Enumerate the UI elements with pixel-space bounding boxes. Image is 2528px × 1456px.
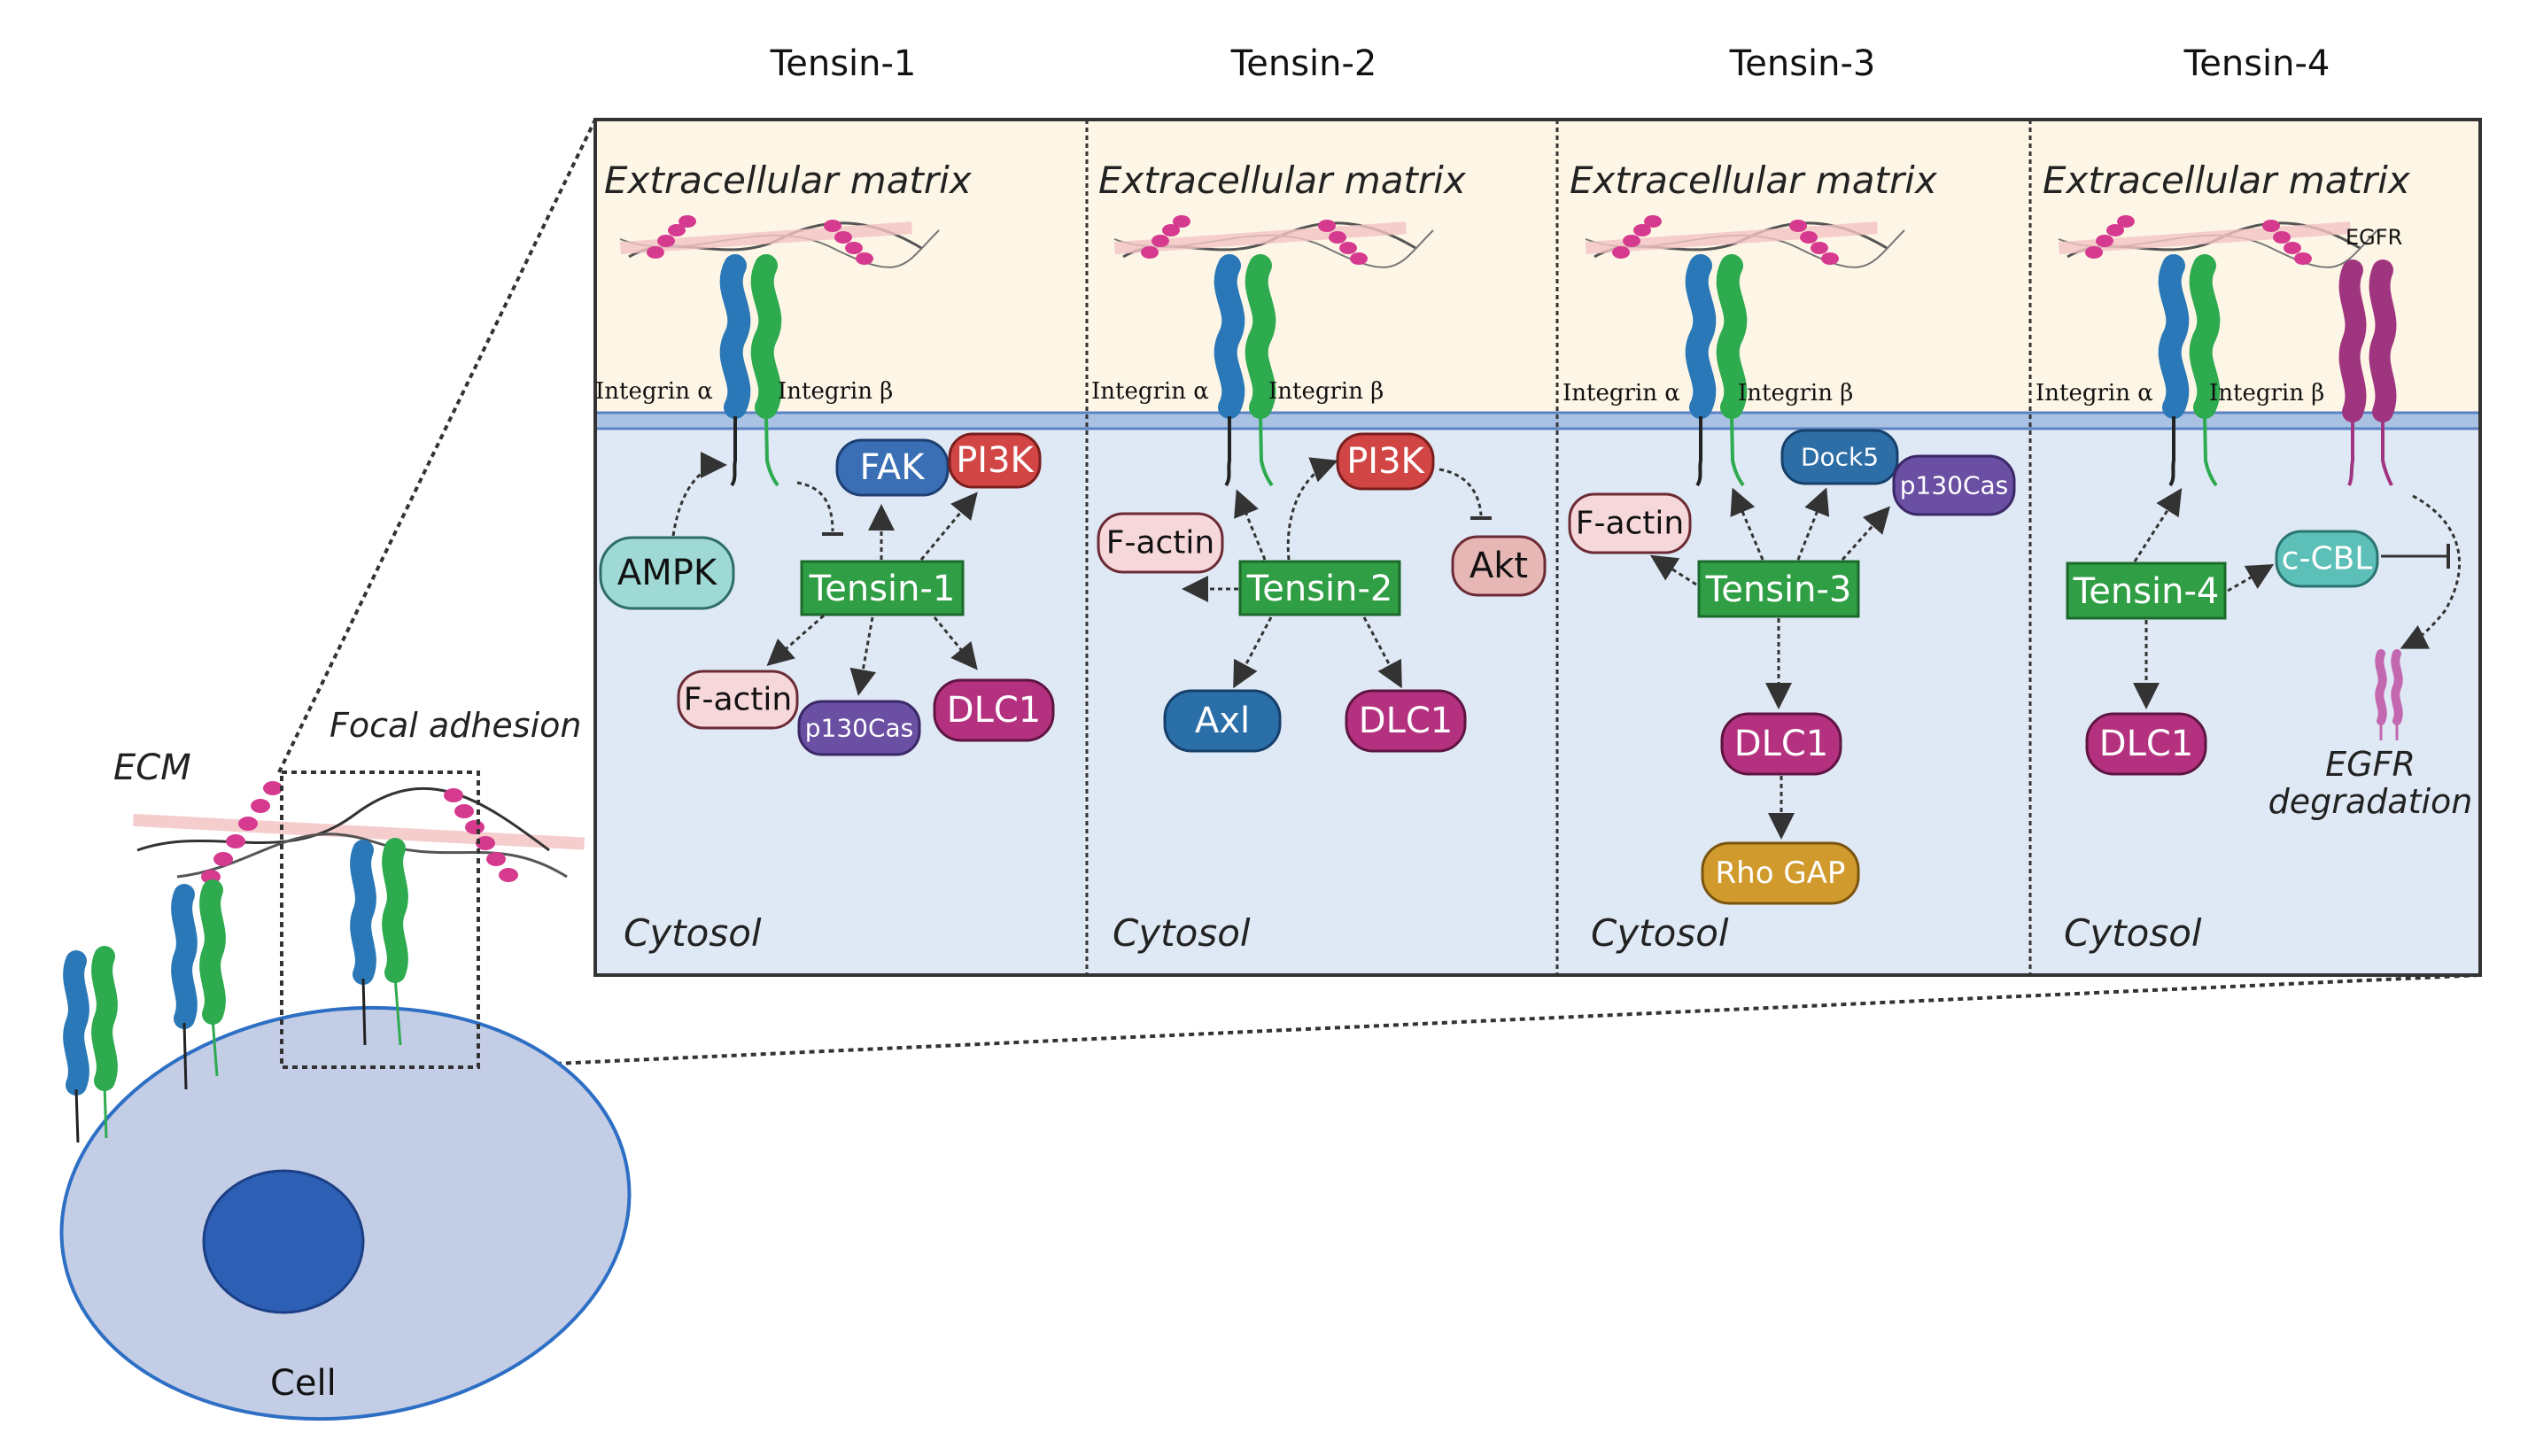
node-f-actin: F-actin [677, 670, 799, 730]
node-tensin-1: Tensin-1 [800, 560, 965, 616]
svg-text:Akt: Akt [1469, 546, 1528, 586]
panel-title-tensin-3: Tensin-3 [1729, 43, 1876, 84]
node-tensin-3: Tensin-3 [1697, 560, 1860, 618]
cytosol-label: Cytosol [624, 911, 762, 955]
node-dlc1: DLC1 [2085, 712, 2207, 776]
svg-text:Dock5: Dock5 [1801, 443, 1879, 472]
cytosol-label: Cytosol [1591, 911, 1729, 955]
node-tensin-2: Tensin-2 [1238, 560, 1401, 616]
node-dlc1: DLC1 [933, 678, 1055, 742]
ecm-fibers [619, 215, 940, 268]
svg-text:FAK: FAK [860, 447, 927, 488]
node-rho-gap: Rho GAP [1701, 841, 1860, 905]
cytosol-label: Cytosol [2064, 911, 2202, 955]
nucleus [202, 1169, 365, 1314]
node-dock5: Dock5 [1780, 429, 1899, 485]
svg-text:p130Cas: p130Cas [1900, 471, 2009, 500]
ecm-label: Extracellular matrix [2043, 159, 2411, 202]
svg-text:p130Cas: p130Cas [805, 714, 914, 743]
focal-adhesion-label: Focal adhesion [330, 706, 581, 745]
integrin-beta-label: Integrin β [1738, 380, 1853, 407]
svg-text:c-CBL: c-CBL [2282, 541, 2373, 577]
zoom-line-bottom [477, 973, 2481, 1069]
zoom-line-top [277, 119, 597, 773]
ecm-overview-label: ECM [113, 747, 191, 788]
integrin-alpha-label: Integrin α [1091, 378, 1209, 405]
svg-text:DLC1: DLC1 [1734, 724, 1828, 764]
node-dlc1: DLC1 [1720, 712, 1842, 776]
ecm-label: Extracellular matrix [1098, 159, 1467, 202]
svg-text:DLC1: DLC1 [947, 690, 1041, 731]
svg-text:AMPK: AMPK [617, 553, 718, 593]
svg-text:Rho GAP: Rho GAP [1716, 856, 1846, 891]
cytosol-background [595, 421, 2480, 975]
node-axl: Axl [1163, 689, 1282, 753]
panel-frame [593, 118, 2482, 977]
svg-text:Tensin-3: Tensin-3 [1705, 569, 1852, 610]
svg-text:F-actin: F-actin [1576, 506, 1684, 542]
cell-label: Cell [270, 1363, 337, 1404]
ecm-label: Extracellular matrix [1570, 159, 1938, 202]
egfr-degradation-line1: EGFR [2325, 745, 2416, 784]
svg-text:DLC1: DLC1 [1359, 701, 1453, 741]
node-ampk: AMPK [599, 536, 735, 610]
node-f-actin: F-actin [1097, 512, 1224, 574]
overview-integrin [63, 946, 118, 1143]
svg-text:Tensin-1: Tensin-1 [809, 569, 956, 609]
cytosol-label: Cytosol [1113, 911, 1251, 955]
node-p130cas: p130Cas [797, 700, 921, 756]
node-f-actin: F-actin [1568, 492, 1692, 554]
ecm-label: Extracellular matrix [604, 159, 973, 202]
integrin-beta-label: Integrin β [778, 378, 893, 405]
overview-integrin [350, 838, 408, 1046]
svg-text:Axl: Axl [1195, 701, 1250, 741]
svg-text:DLC1: DLC1 [2099, 724, 2193, 764]
egfr-receptor [2338, 259, 2397, 486]
integrin-beta-label: Integrin β [2209, 380, 2324, 407]
panel-title-tensin-2: Tensin-2 [1230, 43, 1377, 84]
svg-text:PI3K: PI3K [1346, 441, 1425, 482]
egfr-degraded-icon [2375, 649, 2403, 740]
panel-title-tensin-1: Tensin-1 [770, 43, 917, 84]
egfr-label: EGFR [2346, 225, 2402, 250]
integrin-alpha-label: Integrin α [595, 378, 713, 405]
node-p130cas: p130Cas [1892, 454, 2016, 516]
svg-text:Tensin-4: Tensin-4 [2073, 571, 2220, 612]
svg-text:PI3K: PI3K [956, 440, 1035, 481]
node-pi3k: PI3K [948, 432, 1042, 489]
node-tensin-4: Tensin-4 [2066, 561, 2227, 620]
node-fak: FAK [835, 438, 950, 497]
svg-text:F-actin: F-actin [684, 682, 792, 718]
svg-text:Tensin-2: Tensin-2 [1246, 569, 1393, 609]
panel-title-tensin-4: Tensin-4 [2183, 43, 2330, 84]
integrin-beta-label: Integrin β [1268, 378, 1384, 405]
svg-text:F-actin: F-actin [1106, 525, 1214, 561]
node-dlc1: DLC1 [1345, 689, 1467, 753]
integrin-alpha-label: Integrin α [1563, 380, 1680, 407]
focal-adhesion-box [280, 771, 480, 1069]
egfr-degradation-line2: degradation [2268, 782, 2473, 821]
node-akt: Akt [1451, 535, 1547, 597]
integrin-pair [719, 254, 782, 487]
integrin-alpha-label: Integrin α [2036, 380, 2153, 407]
plasma-membrane [595, 413, 2480, 429]
overview-ecm-fibers [133, 781, 585, 884]
overview-integrin [171, 879, 226, 1090]
node-pi3k: PI3K [1336, 432, 1435, 491]
node-c-cbl: c-CBL [2275, 530, 2379, 588]
